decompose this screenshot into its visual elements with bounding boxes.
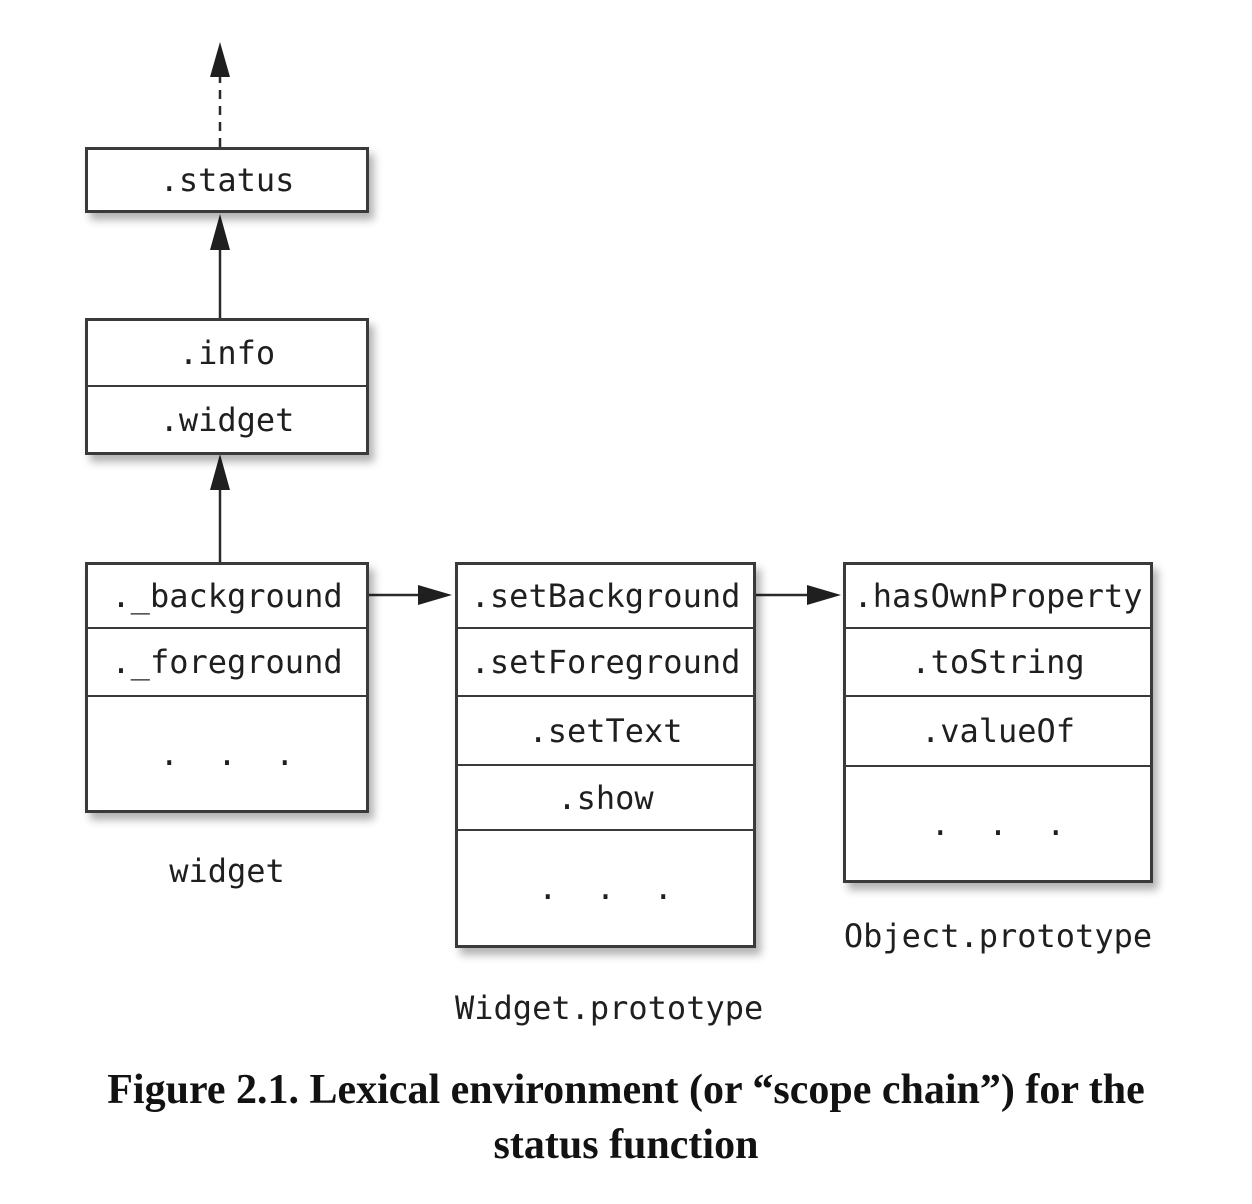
widget-prototype-box: .setBackground .setForeground .setText .… bbox=[455, 562, 756, 948]
widget-prototype-box-label: Widget.prototype bbox=[455, 989, 764, 1027]
figure-caption-line-2: status function bbox=[493, 1122, 759, 1168]
object-prototype-box-label: Object.prototype bbox=[843, 917, 1153, 955]
property-cell-value-of: .valueOf bbox=[846, 695, 1150, 765]
property-cell-background: ._background bbox=[111, 577, 343, 615]
property-cell-ellipsis: . . . bbox=[458, 829, 753, 945]
property-cell-foreground: ._foreground bbox=[88, 627, 366, 695]
property-cell-status: .status bbox=[159, 161, 295, 199]
property-cell-show: .show bbox=[458, 764, 753, 829]
widget-box-label: widget bbox=[169, 852, 285, 890]
figure-caption-line-1: Figure 2.1. Lexical environment (or “sco… bbox=[107, 1067, 1145, 1113]
widget-object-box: ._background ._foreground . . . bbox=[85, 562, 369, 813]
property-cell-has-own-property: .hasOwnProperty bbox=[853, 577, 1143, 615]
property-cell-set-text: .setText bbox=[458, 695, 753, 764]
property-cell-widget: .widget bbox=[88, 385, 366, 452]
dashed-arrow-up-icon bbox=[210, 42, 230, 147]
arrow-widget-to-widget-prototype-icon bbox=[369, 585, 452, 605]
figure-caption: Figure 2.1. Lexical environment (or “sco… bbox=[0, 1063, 1252, 1173]
object-prototype-box: .hasOwnProperty .toString .valueOf . . . bbox=[843, 562, 1153, 883]
arrow-widget-to-info-icon bbox=[210, 454, 230, 562]
property-cell-to-string: .toString bbox=[846, 627, 1150, 695]
property-cell-set-background: .setBackground bbox=[470, 577, 741, 615]
arrow-info-to-status-icon bbox=[210, 214, 230, 318]
arrow-widget-prototype-to-object-prototype-icon bbox=[756, 585, 841, 605]
status-scope-box: .status bbox=[85, 147, 369, 213]
info-scope-box: .info .widget bbox=[85, 318, 369, 455]
property-cell-set-foreground: .setForeground bbox=[458, 627, 753, 695]
property-cell-ellipsis: . . . bbox=[88, 695, 366, 810]
property-cell-info: .info bbox=[178, 334, 276, 372]
property-cell-ellipsis: . . . bbox=[846, 765, 1150, 880]
